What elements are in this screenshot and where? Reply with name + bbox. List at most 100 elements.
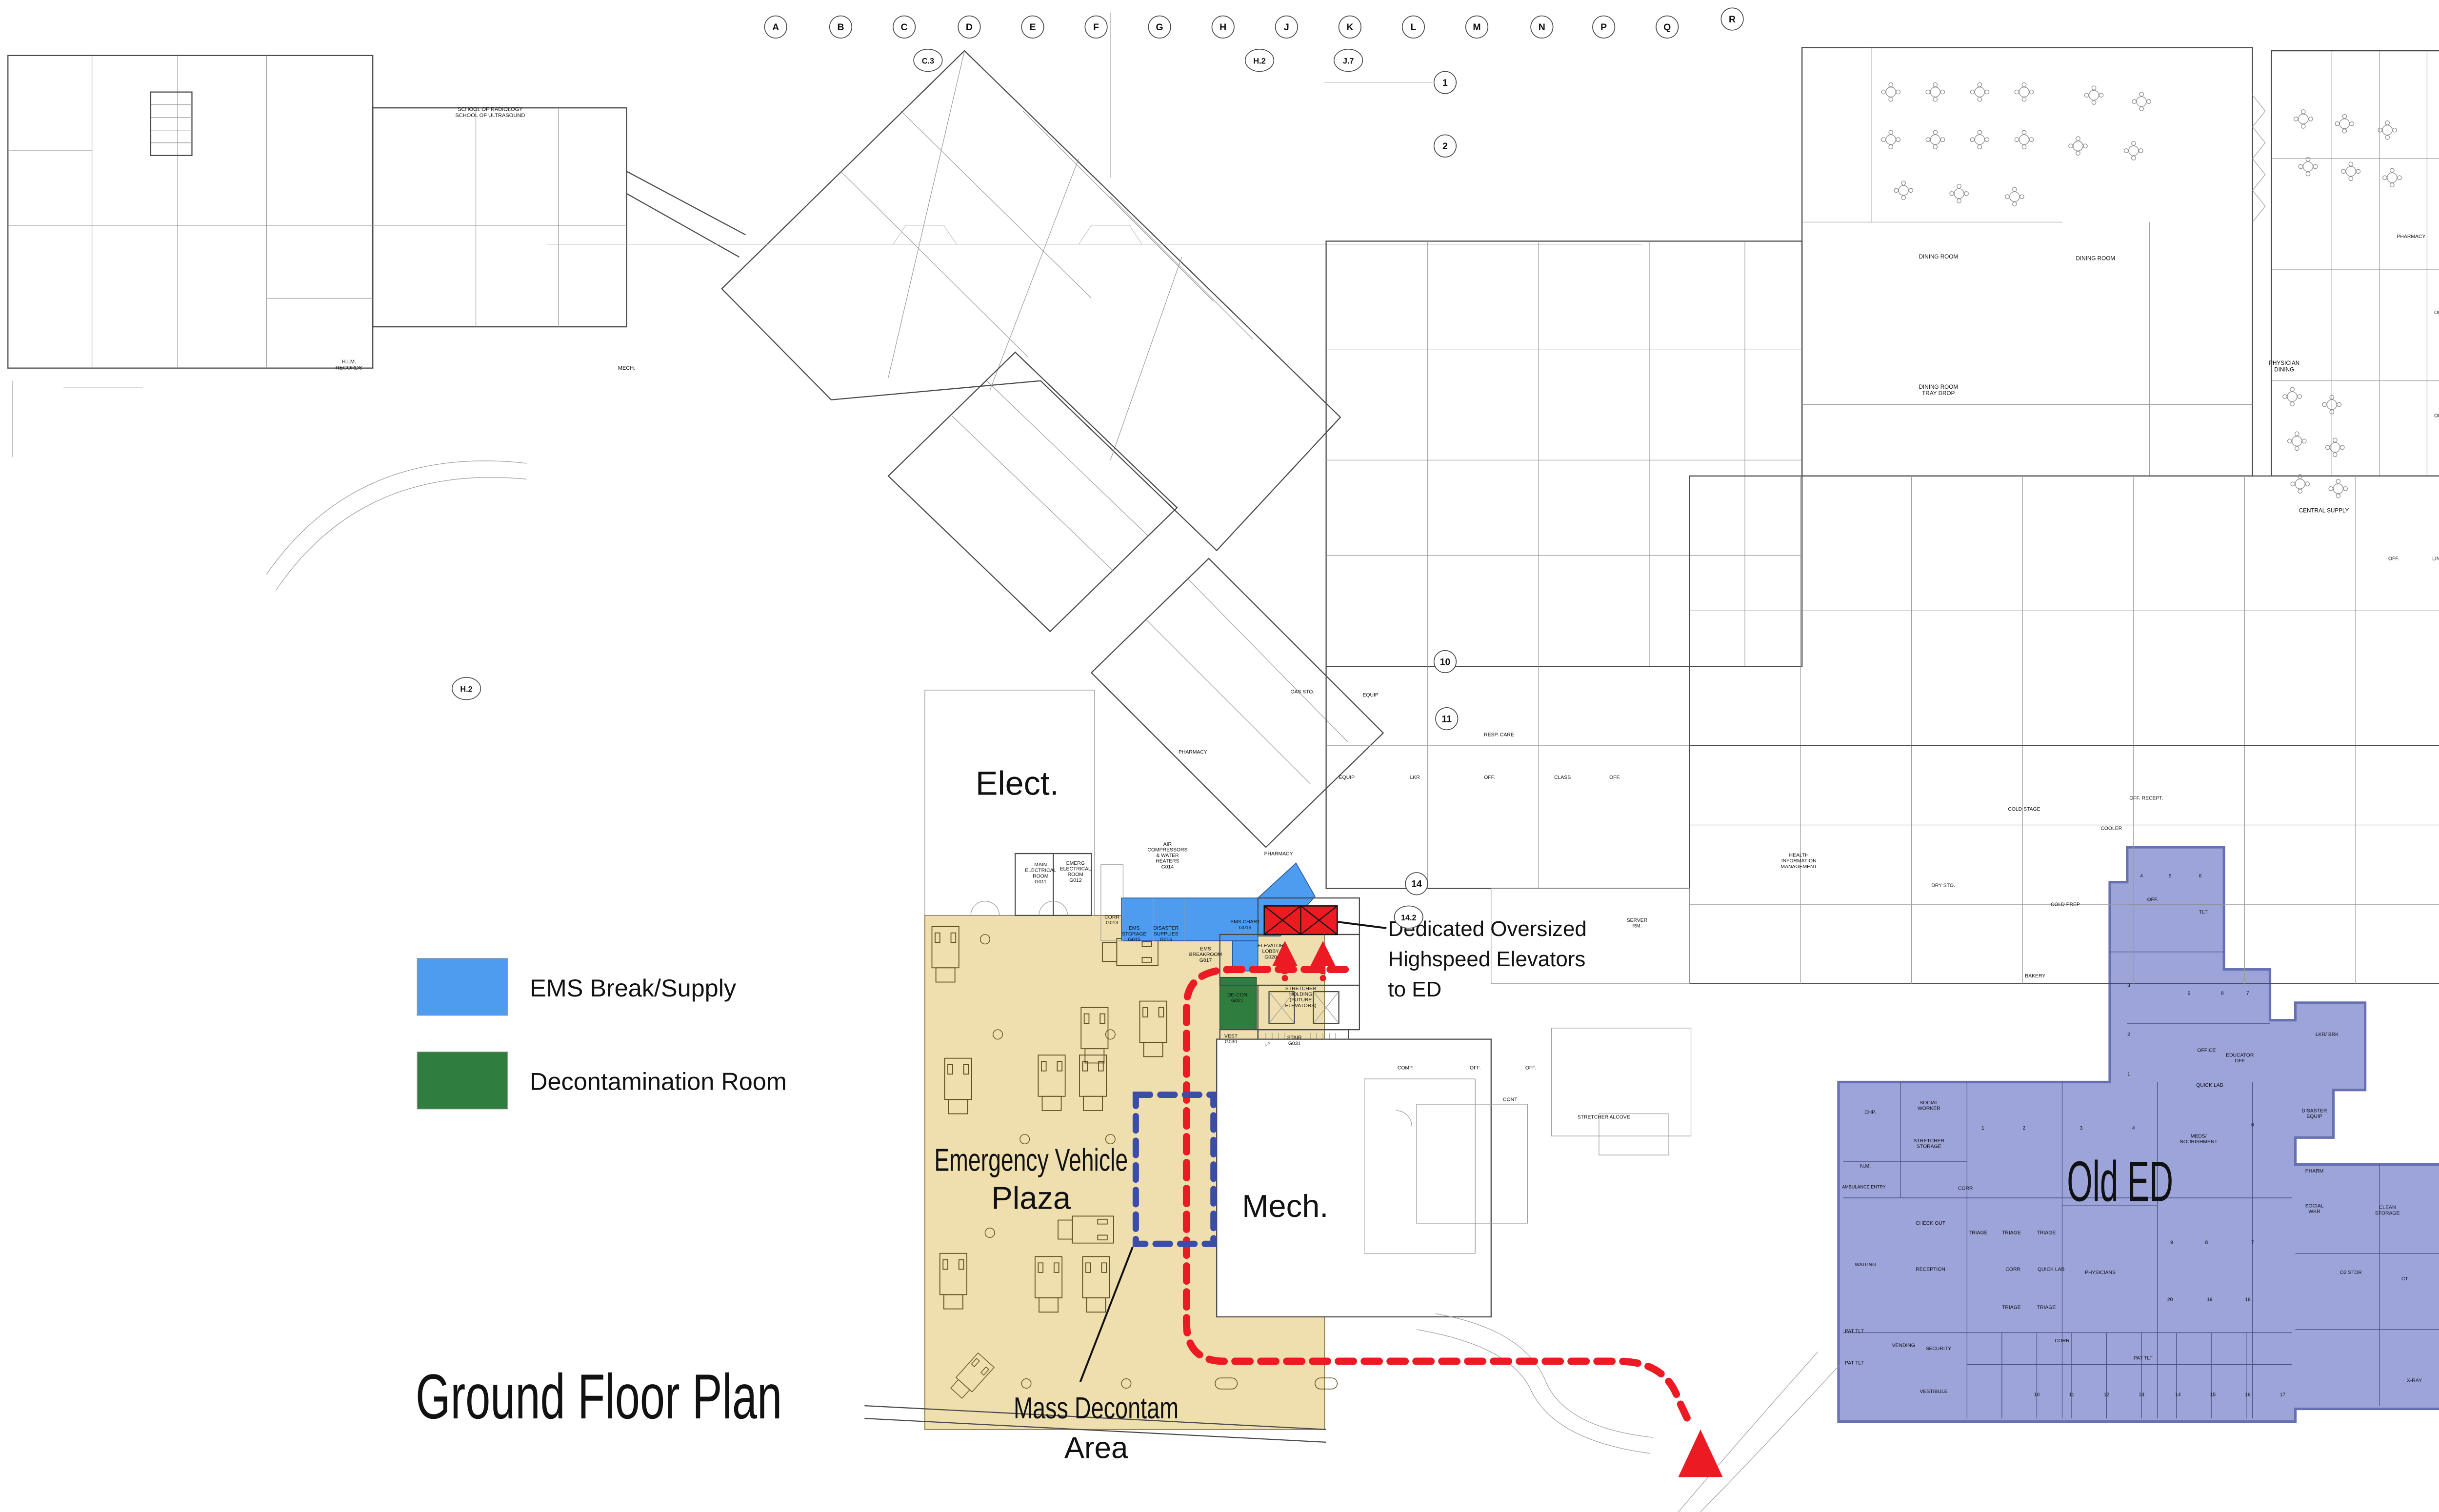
- room-label: OFF.: [2388, 556, 2399, 561]
- room-label: VESTIBULE: [1920, 1389, 1948, 1394]
- elevator-note-label: Dedicated Oversized Highspeed Elevators …: [1388, 917, 1586, 1001]
- svg-text:G: G: [1156, 22, 1163, 33]
- room-label: DINING ROOM: [1919, 254, 1959, 260]
- room-label: OFF. RECEPT.: [2129, 796, 2163, 801]
- room-label: PHARMACY: [2397, 234, 2425, 239]
- svg-text:R: R: [1729, 14, 1736, 25]
- svg-text:H.2: H.2: [460, 685, 472, 694]
- emergency-vehicle-plaza-label: Emergency Vehicle Plaza: [934, 1142, 1128, 1216]
- room-label: OFF.: [2434, 310, 2439, 316]
- grid-bubble: 14.2: [1394, 905, 1423, 929]
- room-label: CENTRAL SUPPLY: [2299, 508, 2349, 514]
- svg-text:C.3: C.3: [922, 57, 934, 65]
- room-label: RESP. CARE: [1484, 732, 1514, 737]
- room-label: 4: [2132, 1126, 2135, 1131]
- ems-room-dividers: [1153, 898, 1185, 941]
- svg-text:Area: Area: [1064, 1431, 1128, 1465]
- room-label: PHYSICIANS: [2085, 1270, 2116, 1275]
- grid-bubble: D: [958, 15, 981, 39]
- svg-text:E: E: [1029, 22, 1036, 33]
- up-arrow-icon: [1272, 940, 1298, 967]
- room-label: COLD PREP: [2051, 902, 2080, 907]
- grid-bubble: L: [1401, 15, 1425, 39]
- grid-bubble: P: [1592, 15, 1616, 39]
- room-label: RECEPTION: [1916, 1267, 1945, 1273]
- room-label: PHARM: [2305, 1169, 2324, 1174]
- room-label: H.I.M.RECORDS: [336, 359, 362, 371]
- svg-text:J.7: J.7: [1343, 57, 1354, 65]
- svg-text:Emergency Vehicle: Emergency Vehicle: [934, 1142, 1128, 1178]
- grid-bubble: H: [1211, 15, 1235, 39]
- room-label: VENDING: [1892, 1343, 1915, 1349]
- grid-bubble: H.2: [1244, 49, 1275, 72]
- dedicated-elevators: [1263, 905, 1387, 935]
- room-label: 7: [2251, 1240, 2254, 1245]
- room-label: QUICK LAB: [2038, 1267, 2064, 1273]
- grid-bubble: 1: [1433, 71, 1457, 94]
- room-label: X-RAY: [2407, 1378, 2422, 1383]
- room-label: 14: [2175, 1393, 2181, 1398]
- grid-bubble: R: [1720, 7, 1744, 31]
- room-label: MEDS/NOURISHMENT: [2179, 1134, 2218, 1145]
- legend-label-ems: EMS Break/Supply: [530, 974, 737, 1002]
- zones: [924, 846, 2439, 1430]
- svg-text:D: D: [966, 22, 973, 33]
- room-label: 3: [2127, 983, 2130, 988]
- room-label: CORR: [2005, 1267, 2020, 1273]
- room-label: TRIAGE: [1969, 1231, 1988, 1236]
- room-label: 1: [2127, 1072, 2130, 1077]
- svg-text:M: M: [1473, 22, 1480, 33]
- room-label: 2: [2127, 1032, 2130, 1037]
- room-label: TRIAGE: [2002, 1231, 2021, 1236]
- old-ed-zone: [1837, 846, 2439, 1423]
- svg-text:C: C: [901, 22, 908, 33]
- room-label: PAT TLT: [1845, 1360, 1864, 1366]
- svg-text:Mass Decontam: Mass Decontam: [1014, 1392, 1179, 1425]
- svg-text:Highspeed Elevators: Highspeed Elevators: [1388, 947, 1585, 971]
- room-label: PHARMACY: [1179, 750, 1207, 755]
- ems-route: [1182, 940, 1723, 1477]
- svg-text:Plaza: Plaza: [991, 1180, 1071, 1216]
- room-label: OFF.: [1484, 775, 1495, 780]
- mass-decontam-outline: [1132, 1091, 1217, 1247]
- room-label: DINING ROOM: [2076, 255, 2116, 261]
- legend-swatch-ems: [417, 958, 508, 1016]
- room-label: LKR/ BRK: [2316, 1032, 2339, 1037]
- room-label: 16: [2245, 1393, 2251, 1398]
- room-label: AMBULANCE ENTRY: [1842, 1184, 1886, 1189]
- svg-text:10: 10: [1440, 657, 1451, 667]
- column-markers: [980, 934, 1338, 1390]
- elevator-note-leader-line: [1337, 920, 1387, 929]
- room-label: 19: [2207, 1297, 2213, 1302]
- room-label: OFF.: [2147, 897, 2159, 903]
- room-label: TLT: [2199, 910, 2208, 915]
- svg-text:to ED: to ED: [1388, 977, 1441, 1001]
- svg-text:K: K: [1346, 22, 1353, 33]
- dining-tables: [1880, 81, 2402, 499]
- route-arrows: [1272, 940, 1723, 1477]
- svg-text:P: P: [1600, 22, 1607, 33]
- room-label: 2: [2023, 1126, 2026, 1131]
- route-arrowhead-icon: [1678, 1429, 1723, 1477]
- svg-text:F: F: [1093, 22, 1099, 33]
- room-label: OFF.: [1609, 775, 1620, 780]
- svg-text:2: 2: [1442, 141, 1448, 152]
- svg-text:1: 1: [1442, 78, 1448, 88]
- svg-text:N: N: [1539, 22, 1545, 33]
- legend-label-decon: Decontamination Room: [530, 1068, 787, 1095]
- svg-text:B: B: [837, 22, 844, 33]
- room-label: TRIAGE: [2037, 1231, 2056, 1236]
- room-label: PAT TLT: [1845, 1329, 1864, 1334]
